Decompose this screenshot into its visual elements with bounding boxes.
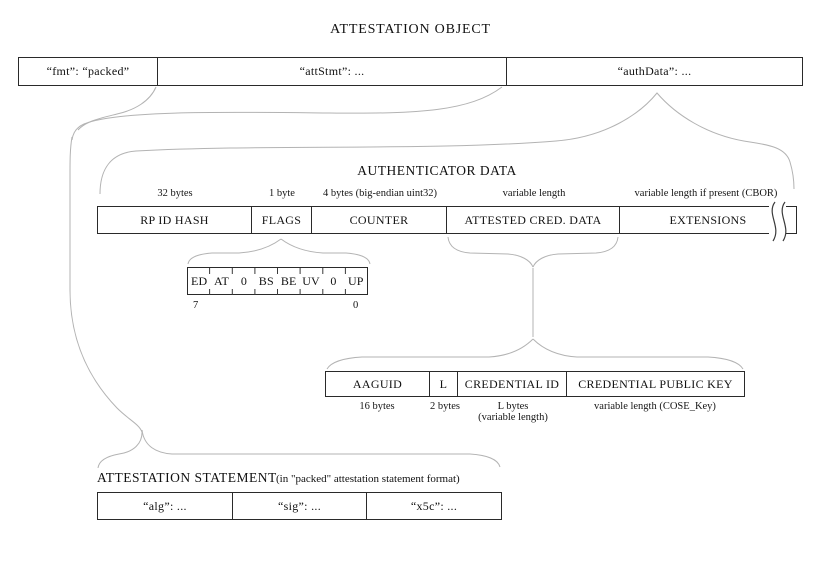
bit-index-high: 7 [193,300,199,311]
attestation-statement-heading: ATTESTATION STATEMENT [97,470,277,485]
size-note-aaguid: 16 bytes [359,401,395,412]
attestation-statement-row: “alg”: ... “sig”: ... “x5c”: ... [97,492,502,520]
flags-brace-right [280,238,371,265]
attstmt-connector-right [71,86,503,141]
size-note-rp-id-hash: 32 bytes [157,188,193,199]
extensions-cell: EXTENSIONS [619,207,796,233]
extensions-label: EXTENSIONS [669,212,747,227]
length-label: L [439,376,448,391]
size-note-extensions: variable length if present (CBOR) [634,188,778,199]
bit-cell-ed: ED [190,273,208,288]
flags-cell: FLAGS [251,207,311,233]
attestation-statement-brace-right [141,429,501,468]
bit-cell-be: BE [280,273,297,288]
x5c-cell: “x5c”: ... [366,493,501,519]
fmt-cell: “fmt”: “packed” [19,58,157,85]
attestation-object-row: “fmt”: “packed” “attStmt”: ... “authData… [18,57,803,86]
credential-row-brace-left [326,338,534,370]
bit-cell-rfu1: 0 [240,273,248,288]
page-title: ATTESTATION OBJECT [330,22,491,37]
counter-cell: COUNTER [311,207,446,233]
authenticator-data-heading: AUTHENTICATOR DATA [357,163,517,178]
size-note-credential-id: L bytes (variable length) [458,401,568,423]
authdata-cell: “authData”: ... [506,58,802,85]
attested-cred-inverted-brace-right [532,236,619,268]
size-note-credential-id-line1: L bytes [497,401,529,412]
attested-cred-inverted-brace-left [447,236,534,268]
alg-cell: “alg”: ... [98,493,232,519]
bit-cell-uv: UV [302,273,320,288]
credential-id-cell: CREDENTIAL ID [457,372,566,396]
flags-brace-left [187,238,282,265]
fmt-label: “fmt”: “packed” [46,64,130,78]
flags-label: FLAGS [261,212,302,227]
credential-public-key-cell: CREDENTIAL PUBLIC KEY [566,372,744,396]
size-note-length: 2 bytes [429,401,461,412]
credential-id-label: CREDENTIAL ID [464,376,560,391]
attested-credential-data-row: AAGUID L CREDENTIAL ID CREDENTIAL PUBLIC… [325,371,745,397]
authenticator-data-row: RP ID HASH FLAGS COUNTER ATTESTED CRED. … [97,206,797,234]
size-note-credential-public-key: variable length (COSE_Key) [594,401,716,412]
size-note-attested-cred-data: variable length [502,188,566,199]
flags-bits-box: ED AT 0 BS BE UV 0 UP [187,267,368,295]
credential-public-key-label: CREDENTIAL PUBLIC KEY [578,376,733,391]
attestation-statement-brace-left [97,429,143,469]
attstmt-label: “attStmt”: ... [299,64,365,78]
counter-label: COUNTER [349,212,409,227]
attested-cred-data-cell: ATTESTED CRED. DATA [446,207,619,233]
bit-cell-at: AT [214,273,230,288]
bit-cell-up: UP [347,273,364,288]
attestation-statement-format-note: (in "packed" attestation statement forma… [276,473,460,485]
size-note-counter: 4 bytes (big-endian uint32) [322,188,438,199]
attested-cred-data-label: ATTESTED CRED. DATA [464,212,602,227]
rp-id-hash-cell: RP ID HASH [98,207,251,233]
attstmt-trunk [69,136,143,433]
length-cell: L [429,372,457,396]
bit-cell-rfu2: 0 [330,273,337,288]
attstmt-cell: “attStmt”: ... [157,58,506,85]
bit-index-low: 0 [353,300,359,311]
bit-cell-bs: BS [258,273,274,288]
x5c-label: “x5c”: ... [410,498,458,513]
rp-id-hash-label: RP ID HASH [140,212,209,227]
authdata-label: “authData”: ... [617,64,692,78]
size-note-flags: 1 byte [269,188,295,199]
credential-row-brace-right [532,338,744,370]
sig-label: “sig”: ... [278,498,321,513]
attstmt-connector-left [77,86,157,131]
alg-label: “alg”: ... [143,498,187,513]
size-note-credential-id-line2: (variable length) [478,412,548,423]
sig-cell: “sig”: ... [232,493,366,519]
aaguid-label: AAGUID [352,376,403,391]
aaguid-cell: AAGUID [326,372,429,396]
